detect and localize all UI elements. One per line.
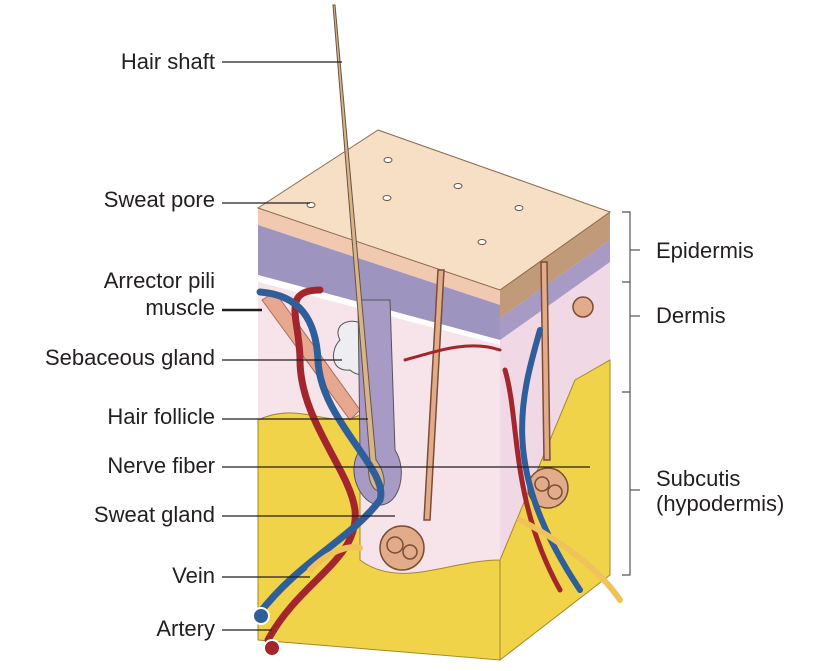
- sweat-glands: [379, 261, 594, 571]
- leader-lines: [222, 61, 590, 631]
- label-dermis: Dermis: [656, 303, 726, 328]
- layer-brackets: [622, 211, 640, 576]
- label-sweat-gland: Sweat gland: [93, 502, 215, 527]
- label-nerve-fiber: Nerve fiber: [107, 453, 215, 478]
- label-artery: Artery: [156, 616, 215, 641]
- label-arrector-pili-line2: muscle: [145, 295, 215, 320]
- artery-end: [263, 639, 281, 657]
- label-arrector-pili-line1: Arrector pili: [103, 268, 215, 293]
- label-vein: Vein: [172, 563, 215, 588]
- blood-vessels: [254, 286, 623, 644]
- block-right-face: [499, 212, 611, 662]
- label-subcutis-line2: (hypodermis): [656, 491, 785, 516]
- vein-end: [252, 607, 270, 625]
- label-hair-shaft: Hair shaft: [120, 49, 215, 74]
- label-subcutis-line1: Subcutis: [656, 466, 741, 491]
- sweat-pores: [306, 157, 524, 245]
- label-sweat-pore: Sweat pore: [103, 187, 215, 212]
- label-epidermis: Epidermis: [656, 238, 754, 263]
- label-hair-follicle: Hair follicle: [107, 404, 215, 429]
- label-sebaceous-gland: Sebaceous gland: [44, 345, 215, 370]
